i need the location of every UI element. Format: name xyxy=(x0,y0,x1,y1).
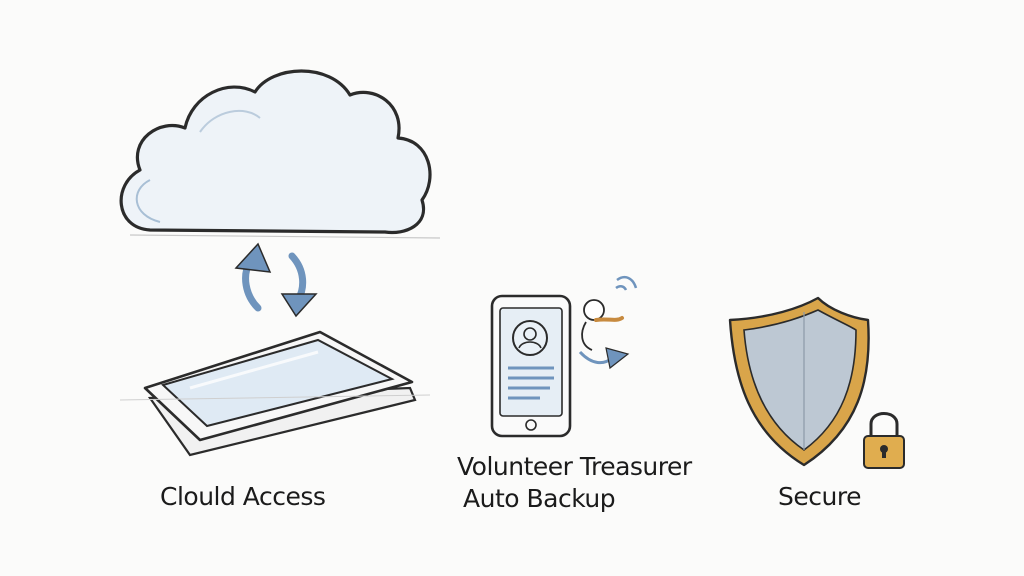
shield-icon xyxy=(728,296,870,467)
cloud-icon xyxy=(119,69,441,239)
user-avatar-icon xyxy=(512,320,548,356)
tablet-icon xyxy=(119,330,431,457)
caption-secure: Secure xyxy=(778,482,861,511)
phone-icon xyxy=(490,294,572,438)
padlock-icon xyxy=(863,412,905,469)
caption-cloud-access: Clould Access xyxy=(160,482,326,511)
volunteer-figure xyxy=(581,299,624,351)
wifi-signal-icon xyxy=(615,276,638,291)
sync-arrows-icon xyxy=(234,242,318,318)
transfer-arrow-icon xyxy=(578,347,630,370)
caption-auto-backup: Auto Backup xyxy=(463,484,616,513)
caption-volunteer-treasurer: Volunteer Treasurer xyxy=(457,452,692,481)
